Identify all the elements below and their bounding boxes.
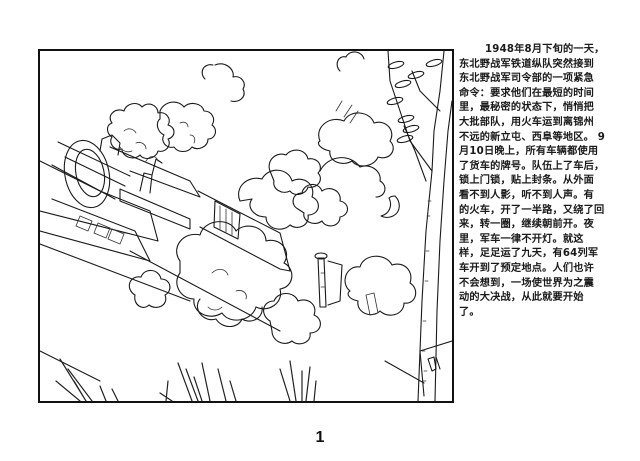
steam-cloud-center — [128, 149, 321, 328]
caption-line: 锁上门锁，贴上封条。从外面 — [459, 175, 595, 187]
illustration — [40, 51, 452, 401]
caption-line: 大批部队，用火车运到离锦州 — [459, 116, 595, 128]
caption-line: 里，最秘密的状态下，悄悄把 — [459, 102, 595, 114]
caption-line: 东北野战军司令部的一项紧急 — [459, 73, 595, 85]
train-car — [40, 190, 291, 382]
page-number: 1 — [315, 429, 325, 446]
tree — [386, 51, 452, 401]
caption-line: 东北野战军铁道纵队突然接到 — [459, 58, 595, 70]
caption-line: 1948年8月下旬的一天， — [485, 44, 605, 55]
caption-line: 的火车，开了一半路，又绕了回 — [459, 204, 605, 216]
locomotive — [40, 134, 201, 302]
caption-line: 命令：要求他们在最短的时间 — [459, 87, 595, 99]
steam-cloud-top-left — [106, 63, 245, 160]
steam-cloud-lower — [263, 255, 417, 345]
steam-cloud-right — [292, 51, 394, 227]
signal-tower — [314, 252, 343, 308]
caption-line: 了货车的牌号。队伍上了车后， — [459, 160, 605, 172]
caption-line: 里，军车一律不开灯。就这 — [459, 233, 584, 245]
caption-line: 了。 — [459, 306, 480, 318]
caption-line: 月10日晚上，所有车辆都使用 — [459, 146, 599, 158]
illustration-panel — [38, 49, 454, 403]
caption-line: 动的大决战，从此就要开始 — [459, 292, 584, 304]
caption-line: 样，足足运了九天，有64列军 — [459, 248, 599, 260]
caption-line: 来，转一圈，继续朝前开。夜 — [459, 219, 595, 231]
grass — [55, 358, 317, 401]
caption-line: 不会想到，一场使世界为之震 — [459, 277, 595, 289]
caption-line: 车开到了预定地点。人们也许 — [459, 262, 595, 274]
story-caption: 1948年8月下旬的一天， 东北野战军铁道纵队突然接到 东北野战军司令部的一项紧… — [459, 43, 609, 320]
caption-line: 不远的新立屯、西阜等地区。 9 — [459, 131, 606, 143]
crescent-moon — [380, 195, 400, 219]
caption-line: 看不到人影，听不到人声。有 — [459, 189, 595, 201]
